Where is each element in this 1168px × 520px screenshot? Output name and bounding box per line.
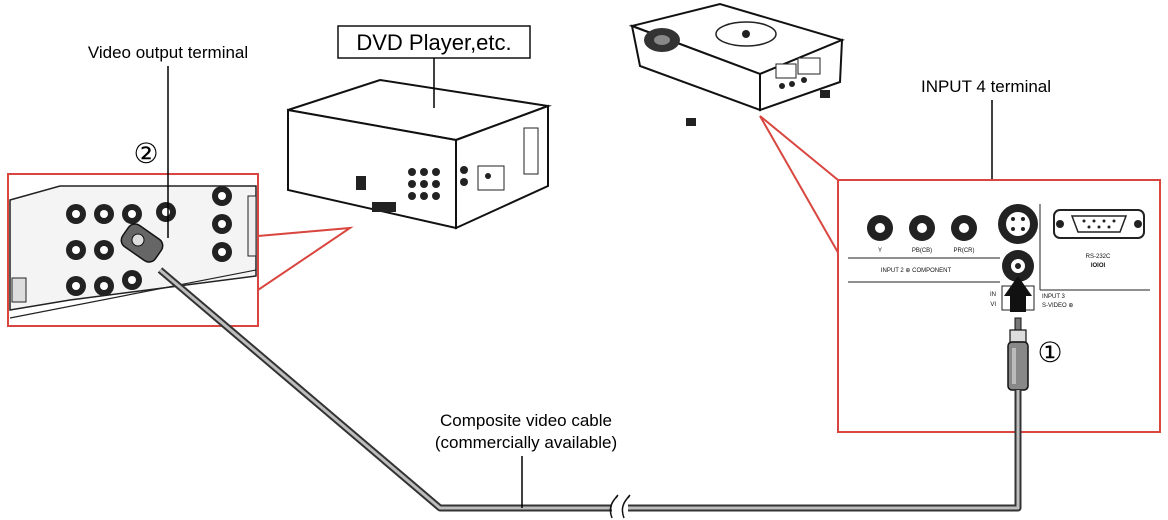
pr-jack-label: PR(CR) bbox=[954, 248, 975, 254]
rs232c-symbol: IOIOI bbox=[1091, 263, 1106, 269]
rs232c-label: RS-232C bbox=[1086, 254, 1111, 260]
input4-terminal-label: INPUT 4 terminal bbox=[921, 77, 1051, 96]
svideo-label: S-VIDEO ⊕ bbox=[1042, 303, 1073, 309]
cable-break-mark bbox=[609, 494, 619, 519]
insert-arrow bbox=[1004, 276, 1032, 312]
dvd-jack-grid bbox=[66, 186, 232, 296]
input4-rca-plug bbox=[1007, 317, 1029, 391]
input2-component-label: INPUT 2 ⊕ COMPONENT bbox=[881, 268, 952, 274]
projector-illustration bbox=[628, 2, 845, 126]
cable-label-line1: Composite video cable bbox=[440, 411, 612, 430]
input3-label: INPUT 3 bbox=[1042, 294, 1066, 300]
rs232c-connector bbox=[1053, 209, 1145, 239]
step-2-marker: ② bbox=[133, 138, 158, 169]
cable-label-line2: (commercially available) bbox=[435, 433, 617, 452]
composite-video-cable bbox=[157, 267, 1022, 519]
pb-jack-label: PB(CB) bbox=[912, 248, 932, 254]
y-jack-label: Y bbox=[878, 248, 882, 254]
projector-panel-callout: Y PB(CB) PR(CR) INPUT 2 ⊕ COMPONENT RS-2… bbox=[837, 179, 1161, 433]
input4-video-jack bbox=[1002, 250, 1034, 282]
svideo-jack bbox=[998, 204, 1038, 244]
dvd-side-plug bbox=[120, 223, 164, 263]
dvd-panel-callout bbox=[7, 173, 354, 327]
callout-pointer-left bbox=[257, 226, 354, 292]
step-1-marker: ① bbox=[1037, 337, 1062, 368]
component-jacks bbox=[867, 215, 977, 241]
input4-partial-label: IN bbox=[990, 292, 996, 298]
dvd-player-label: DVD Player,etc. bbox=[337, 25, 531, 108]
video-partial-label: VI bbox=[990, 302, 996, 308]
callout-pointer-right bbox=[759, 115, 849, 271]
video-output-terminal-label: Video output terminal bbox=[88, 43, 248, 62]
dvd-player-label-text: DVD Player,etc. bbox=[356, 30, 511, 55]
dvd-player-illustration bbox=[287, 78, 552, 230]
